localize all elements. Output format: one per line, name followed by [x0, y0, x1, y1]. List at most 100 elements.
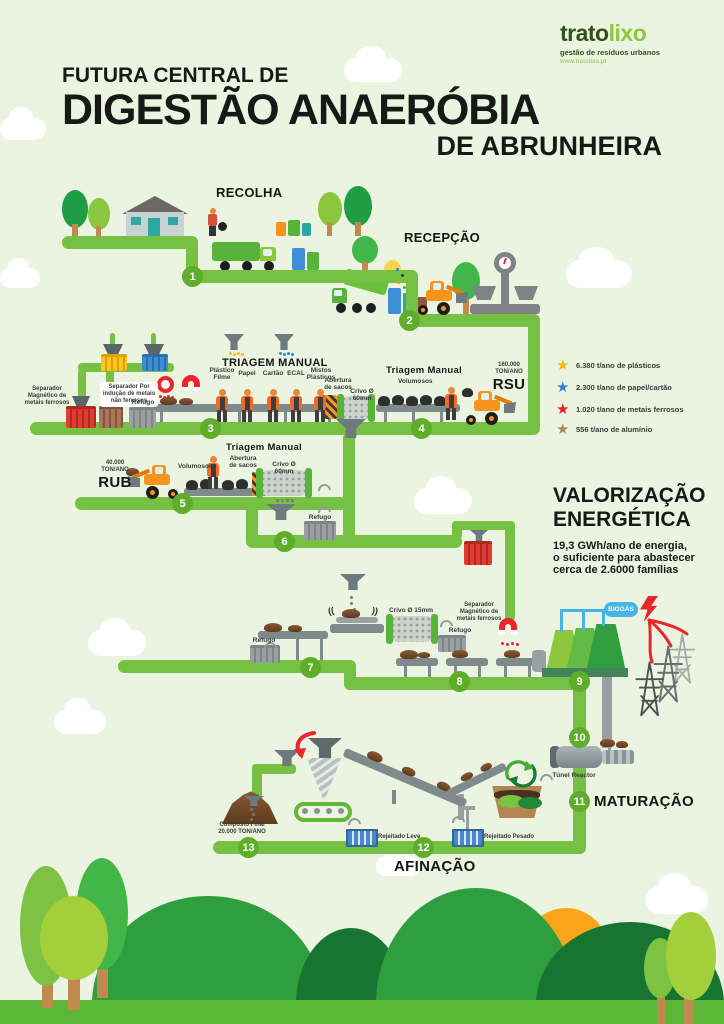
flow-pipe [110, 333, 115, 346]
funnel [470, 530, 488, 541]
rub-code: RUB [98, 474, 132, 491]
refugo-label: Refugo [252, 637, 276, 644]
sort-label-cartao: Cartão [262, 370, 284, 377]
cloud [88, 617, 146, 656]
abertura-label: Abertura de sacos [324, 377, 352, 392]
waste-clump [400, 650, 418, 659]
pole [608, 712, 611, 750]
flow-node-10: 10 [569, 727, 590, 748]
wheel-loader [128, 464, 182, 500]
biogas-pipe [602, 609, 605, 626]
waste-clump [288, 625, 302, 632]
conveyor [446, 658, 488, 666]
flow-pipe [246, 535, 462, 548]
chute-funnel [274, 334, 294, 350]
refugo-label: Refugo [448, 627, 472, 634]
waste-bag [236, 479, 248, 489]
flow-pipe [78, 369, 86, 399]
tracked-base [294, 802, 352, 822]
waste-clump [600, 739, 615, 747]
energy-body-2: o suficiente para abastecer [553, 552, 695, 564]
flow-node-9: 9 [569, 671, 590, 692]
crivo-15mm-drum [386, 614, 438, 644]
legend-label-aluminio: 556 t/ano de alumínio [576, 425, 653, 434]
stage-recolha-title: RECOLHA [216, 185, 283, 200]
conveyor [258, 631, 328, 639]
flow-pipe [151, 333, 156, 346]
plastics-container [101, 354, 127, 371]
waste-bag [378, 396, 390, 406]
flow-pipe [62, 236, 198, 249]
logo-url: www.tratolixo.pt [560, 59, 607, 65]
paper-dots [279, 352, 282, 355]
flow-pipe [186, 270, 418, 283]
flow-pipe [343, 432, 355, 542]
logo-text-light: lixo [608, 20, 647, 46]
discharge-pipe [602, 676, 612, 748]
spiral-classifier [306, 758, 342, 802]
sorting-worker [444, 387, 458, 420]
legend-label-papel: 2.300 t/ano de papel/cartão [576, 383, 672, 392]
flow-pipe [252, 764, 262, 798]
sorting-worker [266, 389, 280, 422]
logo-tagline: gestão de resíduos urbanos [560, 48, 661, 57]
waste-clump [179, 398, 193, 405]
ferrous-container [66, 406, 96, 428]
waste-bag [186, 480, 198, 490]
star-icon: ★ [556, 379, 570, 396]
legend: ★ 6.380 t/ano de plásticos ★ 2.300 t/ano… [556, 356, 706, 438]
eddy-current-separator [157, 376, 174, 393]
rub-unit: TON/ANO [101, 467, 129, 473]
sort-label-mistos: Mistos Plásticos [306, 367, 336, 382]
biogas-pipe [582, 609, 585, 630]
waste-clump [126, 468, 139, 476]
flow-pipe [213, 841, 586, 854]
composto-final-label-1: Composto Final [219, 822, 265, 828]
star-icon: ★ [556, 421, 570, 438]
ground [0, 1000, 724, 1024]
crivo-60mm-drum [256, 468, 312, 498]
biogas-badge: BIOGÁS [604, 602, 638, 617]
triagem-rsu-title: Triagem Manual [386, 365, 462, 376]
abertura-label: Abertura de sacos [229, 455, 257, 470]
crivo-60mm-drum [337, 394, 375, 422]
sorting-worker [289, 389, 303, 422]
flow-pipe [452, 521, 462, 539]
crivo60-label: Crivo Ø 60mm [350, 388, 374, 403]
refugo-container [304, 521, 336, 540]
sep-inducao-label: Separador Por indução de metais não ferr… [100, 382, 158, 407]
title-sub: DE ABRUNHEIRA [436, 131, 662, 161]
cloud [344, 46, 402, 82]
sort-label-plastico: Plástico Filme [209, 367, 235, 382]
garbage-truck [212, 240, 290, 271]
waste-bag [392, 395, 404, 405]
flow-node-8: 8 [449, 671, 470, 692]
magnet-icon [182, 375, 200, 391]
energy-block: VALORIZAÇÃO ENERGÉTICA 19,3 GWh/ano de e… [553, 484, 713, 576]
falling-dots [350, 596, 353, 599]
flow-node-4: 4 [411, 418, 432, 439]
energy-body-3: cerca de 2.6000 famílias [553, 564, 679, 576]
eddy-dots [159, 395, 162, 398]
flow-pipe [118, 660, 356, 673]
funnel [266, 504, 296, 520]
rejeitado-pesado-label: Rejeitado Pesado [484, 834, 535, 840]
flow-pipe [452, 521, 514, 530]
stage-maturacao-title: MATURAÇÃO [594, 793, 694, 810]
refugo-container [250, 645, 280, 663]
logo: tratolixo gestão de resíduos urbanos www… [560, 20, 702, 65]
legend-label-ferrosos: 1.020 t/ano de metais ferrosos [576, 405, 684, 414]
waste-clump [264, 623, 282, 632]
stage-afinacao-title: AFINAÇÃO [394, 858, 476, 875]
biogas-pipe [560, 609, 563, 632]
conveyor [496, 658, 538, 666]
waste-bag [420, 395, 432, 405]
flow-node-13: 13 [238, 837, 259, 858]
sorting-worker [313, 389, 327, 422]
triagem-rub-title: Triagem Manual [226, 442, 302, 453]
track-wheels [302, 808, 308, 814]
recycle-arrows-icon [505, 760, 537, 788]
waste-bag [200, 479, 212, 489]
flow-pipe [252, 764, 296, 774]
storage-tank [532, 650, 546, 672]
